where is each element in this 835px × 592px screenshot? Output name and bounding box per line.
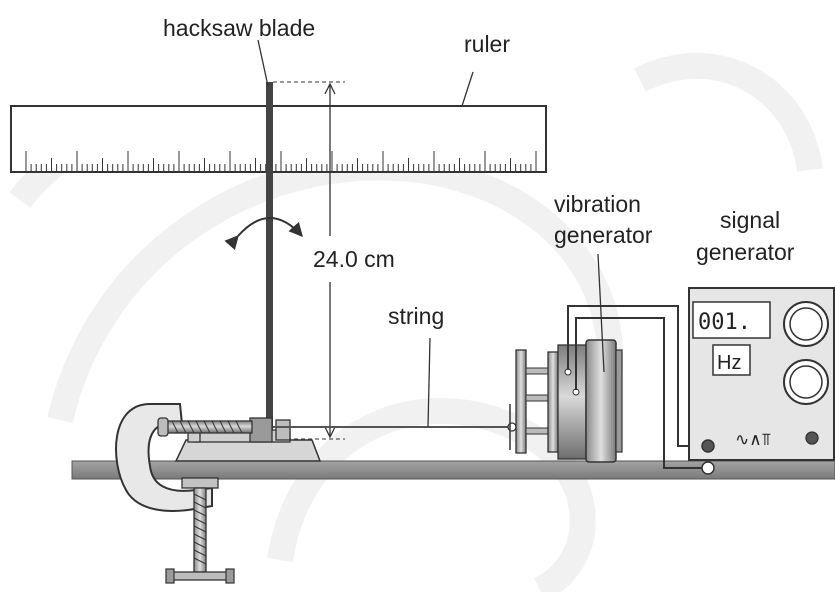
ruler-ticks bbox=[25, 151, 537, 171]
vibration-generator bbox=[507, 339, 623, 463]
waveform-symbols: ∿∧⫪ bbox=[735, 430, 771, 449]
ruler-leader bbox=[461, 71, 474, 107]
signal-generator bbox=[688, 287, 835, 475]
bench bbox=[71, 460, 835, 480]
ruler bbox=[10, 105, 547, 173]
power-indicator bbox=[805, 431, 819, 445]
label-signal-generator: generator bbox=[696, 239, 795, 265]
frequency-readout: 001. bbox=[698, 310, 751, 335]
blade-leader bbox=[257, 39, 269, 87]
vibration-generator-leader bbox=[597, 253, 605, 373]
unit-hz: Hz bbox=[717, 352, 741, 374]
label-ruler: ruler bbox=[464, 31, 510, 57]
terminal-lower[interactable] bbox=[701, 461, 715, 475]
label-string: string bbox=[388, 303, 444, 329]
terminal-upper[interactable] bbox=[701, 439, 715, 453]
unit-label-box bbox=[712, 344, 751, 376]
label-vibration: vibration bbox=[554, 191, 641, 217]
hacksaw-blade bbox=[266, 82, 273, 439]
label-hacksaw-blade: hacksaw blade bbox=[163, 15, 315, 41]
oscillation-arrow bbox=[224, 217, 303, 251]
label-height: 24.0 cm bbox=[313, 246, 395, 272]
height-arrow bbox=[324, 82, 336, 439]
g-clamp bbox=[115, 403, 253, 584]
string-leader bbox=[427, 337, 431, 428]
frequency-display bbox=[692, 301, 771, 339]
label-signal: signal bbox=[720, 207, 780, 233]
connecting-wires bbox=[567, 305, 704, 469]
label-vibration-generator: generator bbox=[554, 222, 653, 248]
